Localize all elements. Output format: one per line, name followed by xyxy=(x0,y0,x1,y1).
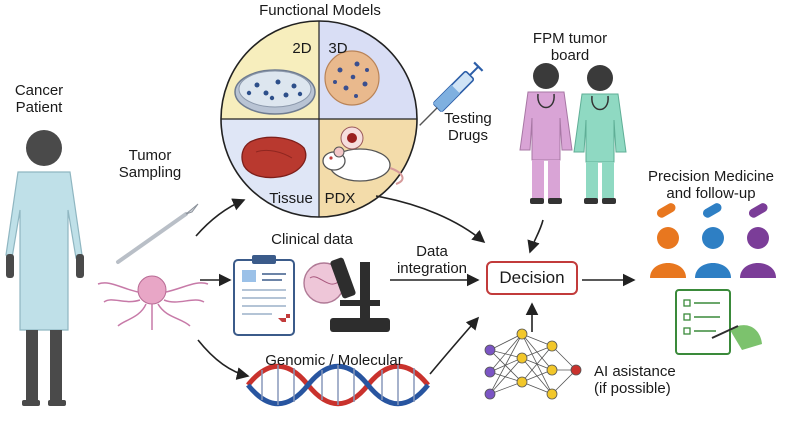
tissue-icon xyxy=(241,136,307,179)
syringe-icon xyxy=(419,61,484,126)
petri-dish-icon xyxy=(234,69,316,115)
doctor-icon xyxy=(519,63,573,204)
cancer-patient-label-1: Cancer xyxy=(14,82,64,99)
data-integration-label-2: integration xyxy=(396,260,468,277)
fpm-board-label-2: board xyxy=(550,47,590,64)
tumor-sampling-label-1: Tumor xyxy=(128,147,172,164)
pill-icon xyxy=(656,203,768,218)
testing-drugs-label-2: Drugs xyxy=(447,127,488,144)
genomic-label: Genomic / Molecular xyxy=(265,352,403,369)
quadrant-3d-label: 3D xyxy=(328,40,348,57)
ai-assistance-label-2: (if possible) xyxy=(594,380,671,397)
cancer-patient-label-2: Patient xyxy=(15,99,63,116)
tumor-sampling-label-2: Sampling xyxy=(118,164,182,181)
precision-medicine-label-1: Precision Medicine xyxy=(648,168,774,185)
scalpel-icon xyxy=(116,203,199,264)
clinical-data-label: Clinical data xyxy=(271,231,353,248)
fpm-board-label-1: FPM tumor xyxy=(532,30,608,47)
testing-drugs-label-1: Testing xyxy=(444,110,492,127)
ai-assistance-label-1: AI asistance xyxy=(594,363,676,380)
checklist-icon xyxy=(675,289,762,355)
flow-arrows xyxy=(195,195,636,380)
decision-box: Decision xyxy=(486,261,578,295)
data-integration-label-1: Data xyxy=(416,243,448,260)
spheroid-icon xyxy=(324,50,380,106)
quadrant-tissue-label: Tissue xyxy=(269,190,313,207)
doctor-icon xyxy=(573,65,627,204)
functional-models-title: Functional Models xyxy=(259,2,381,19)
quadrant-pdx-label: PDX xyxy=(324,190,356,207)
quadrant-2d-label: 2D xyxy=(292,40,312,57)
microscope-icon xyxy=(303,257,390,332)
neural-network-icon xyxy=(484,328,582,400)
dna-icon xyxy=(246,363,430,407)
tumor-icon xyxy=(97,275,209,330)
person-icon xyxy=(650,227,776,278)
mouse-icon xyxy=(322,126,404,185)
patient-figure xyxy=(5,130,84,406)
precision-medicine-label-2: and follow-up xyxy=(666,185,756,202)
clipboard-icon xyxy=(233,255,295,336)
